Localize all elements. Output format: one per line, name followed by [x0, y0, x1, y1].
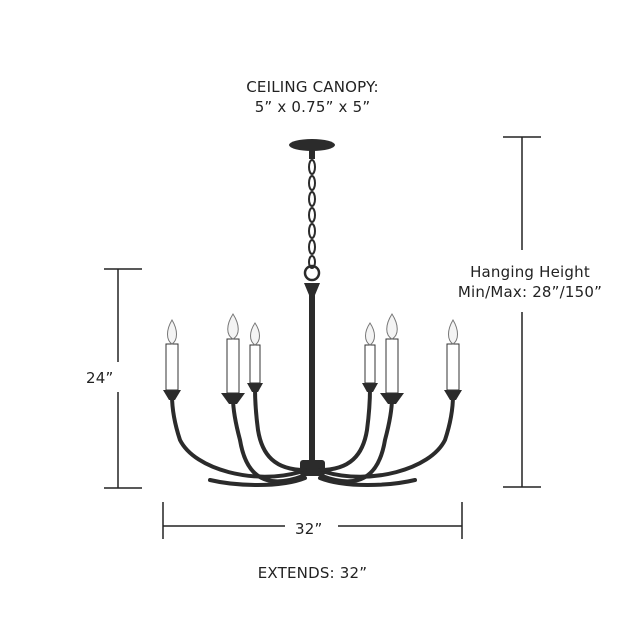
candle-5	[385, 313, 399, 394]
candle-3	[249, 322, 261, 384]
hanging-height-label: Hanging Height Min/Max: 28”/150”	[430, 262, 625, 302]
canopy-hook	[309, 150, 315, 159]
candles	[165, 313, 460, 394]
ceiling-canopy	[289, 139, 335, 151]
ceiling-canopy-label: CEILING CANOPY: 5” x 0.75” x 5”	[0, 77, 625, 117]
hanging-height-dimension-line	[503, 136, 541, 488]
canopy-dimensions: 5” x 0.75” x 5”	[254, 98, 371, 116]
hanging-height-range: Min/Max: 28”/150”	[457, 283, 603, 301]
candle-6	[446, 319, 460, 391]
hanging-height-title: Hanging Height	[470, 263, 590, 281]
width-dimension-line	[162, 502, 463, 539]
center-stem	[304, 283, 320, 460]
candle-cups	[163, 383, 462, 404]
canopy-title: CEILING CANOPY:	[246, 78, 379, 96]
height-dimension-line	[104, 268, 142, 489]
height-dimension-label: 24”	[86, 369, 114, 387]
candle-1	[165, 319, 179, 391]
candle-2	[226, 313, 240, 394]
chain	[303, 159, 321, 282]
extends-label: EXTENDS: 32”	[257, 564, 368, 582]
chandelier-fixture	[163, 139, 462, 487]
center-hub	[300, 460, 325, 476]
arms	[170, 386, 455, 487]
width-dimension-label: 32”	[295, 520, 323, 538]
candle-4	[364, 322, 376, 384]
